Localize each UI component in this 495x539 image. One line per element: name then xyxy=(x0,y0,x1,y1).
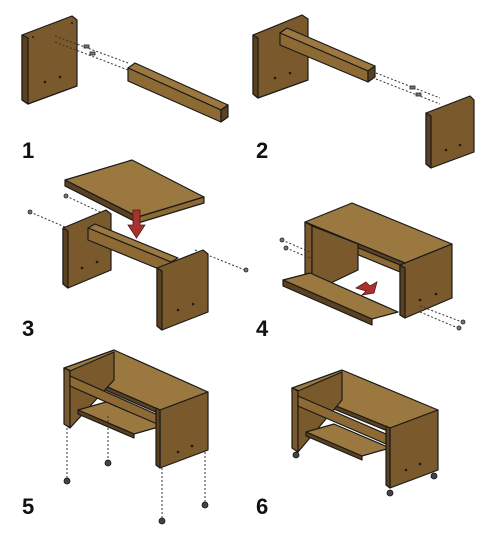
screw-icon xyxy=(283,245,289,251)
step-number-1: 1 xyxy=(22,138,35,163)
side-panel xyxy=(63,367,71,429)
screw-icon xyxy=(279,237,285,243)
caster-wheel-icon xyxy=(63,477,71,485)
step-5-illustration xyxy=(63,349,209,525)
screw-icon xyxy=(415,92,422,97)
caster-wheel-icon xyxy=(158,517,166,525)
caster-wheel-icon xyxy=(104,459,112,467)
side-panel xyxy=(62,209,112,289)
caster-wheel-icon xyxy=(201,501,209,509)
step-number-6: 6 xyxy=(256,494,269,519)
step-number-3: 3 xyxy=(22,316,35,341)
caster-wheel-icon xyxy=(386,489,394,497)
step-3-illustration xyxy=(27,159,249,331)
screw-icon xyxy=(243,267,249,273)
side-panel xyxy=(21,15,78,105)
step-1-illustration xyxy=(21,15,229,123)
step-6-illustration xyxy=(291,369,439,497)
side-panel xyxy=(252,14,309,99)
step-2-illustration xyxy=(252,14,475,169)
step-number-5: 5 xyxy=(22,494,35,519)
side-panel xyxy=(291,387,299,453)
side-panel xyxy=(425,95,475,169)
shelf-board xyxy=(282,272,399,320)
screw-icon xyxy=(456,325,462,331)
screw-icon xyxy=(460,319,466,325)
step-number-2: 2 xyxy=(256,138,269,163)
caster-wheel-icon xyxy=(292,451,300,459)
screw-icon xyxy=(27,209,33,215)
screw-icon xyxy=(63,193,69,199)
step-4-illustration xyxy=(279,202,466,331)
caster-wheel-icon xyxy=(430,472,438,480)
screw-icon xyxy=(83,44,90,49)
insert-arrow-icon xyxy=(355,281,378,296)
screw-icon xyxy=(89,51,96,56)
screw-icon xyxy=(409,85,416,90)
step-number-4: 4 xyxy=(256,316,269,341)
down-arrow-icon xyxy=(127,209,146,239)
